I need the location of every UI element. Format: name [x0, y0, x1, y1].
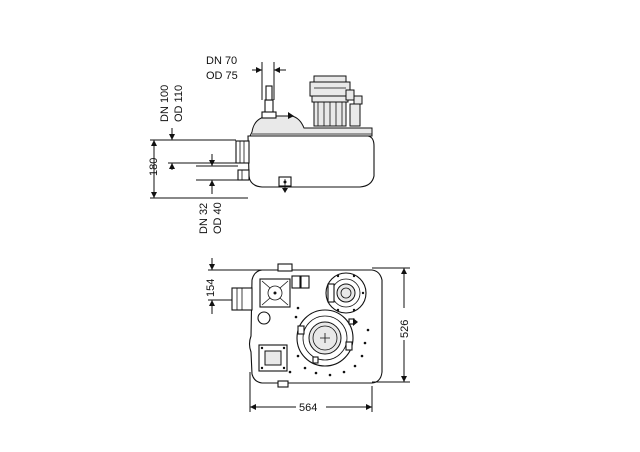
motor-housing	[309, 75, 363, 127]
dimension-width: 564	[249, 372, 373, 414]
side-view: DN 70 OD 75 DN 100 OD 110 180	[148, 55, 375, 234]
top-inlet-pipe	[231, 287, 253, 311]
discharge-pipe	[261, 85, 294, 119]
dimension-depth: 526	[372, 267, 411, 383]
dimension-height: 180	[148, 139, 248, 199]
vent-circle	[257, 311, 271, 325]
inlet-pipes	[235, 140, 250, 181]
top-view: 154 526 564	[205, 258, 411, 414]
discharge-dn-label: DN 70	[206, 55, 237, 67]
width-dimension-label: 564	[299, 402, 317, 414]
flange-bottom-left	[258, 344, 288, 372]
inspection-cover	[296, 309, 358, 367]
depth-dimension-label: 526	[399, 320, 411, 338]
dimension-inlet: DN 100 OD 110	[159, 85, 236, 170]
dimension-offset: 154	[205, 258, 262, 314]
discharge-od-label: OD 75	[206, 70, 238, 82]
small-inlet-od-label: OD 40	[212, 202, 224, 234]
dimension-discharge: DN 70 OD 75	[206, 55, 286, 100]
height-dimension-label: 180	[148, 158, 160, 176]
flange-top-left	[259, 278, 291, 308]
small-inlet-dn-label: DN 32	[198, 203, 210, 234]
inlet-od-label: OD 110	[173, 85, 185, 122]
tank-body	[247, 135, 375, 188]
inlet-dn-label: DN 100	[159, 85, 171, 122]
bolt-pattern	[288, 306, 370, 377]
drain-fitting	[278, 176, 292, 193]
motor-top	[325, 272, 367, 314]
offset-dimension-label: 154	[205, 279, 217, 297]
dimension-small-inlet: DN 32 OD 40	[196, 154, 238, 234]
